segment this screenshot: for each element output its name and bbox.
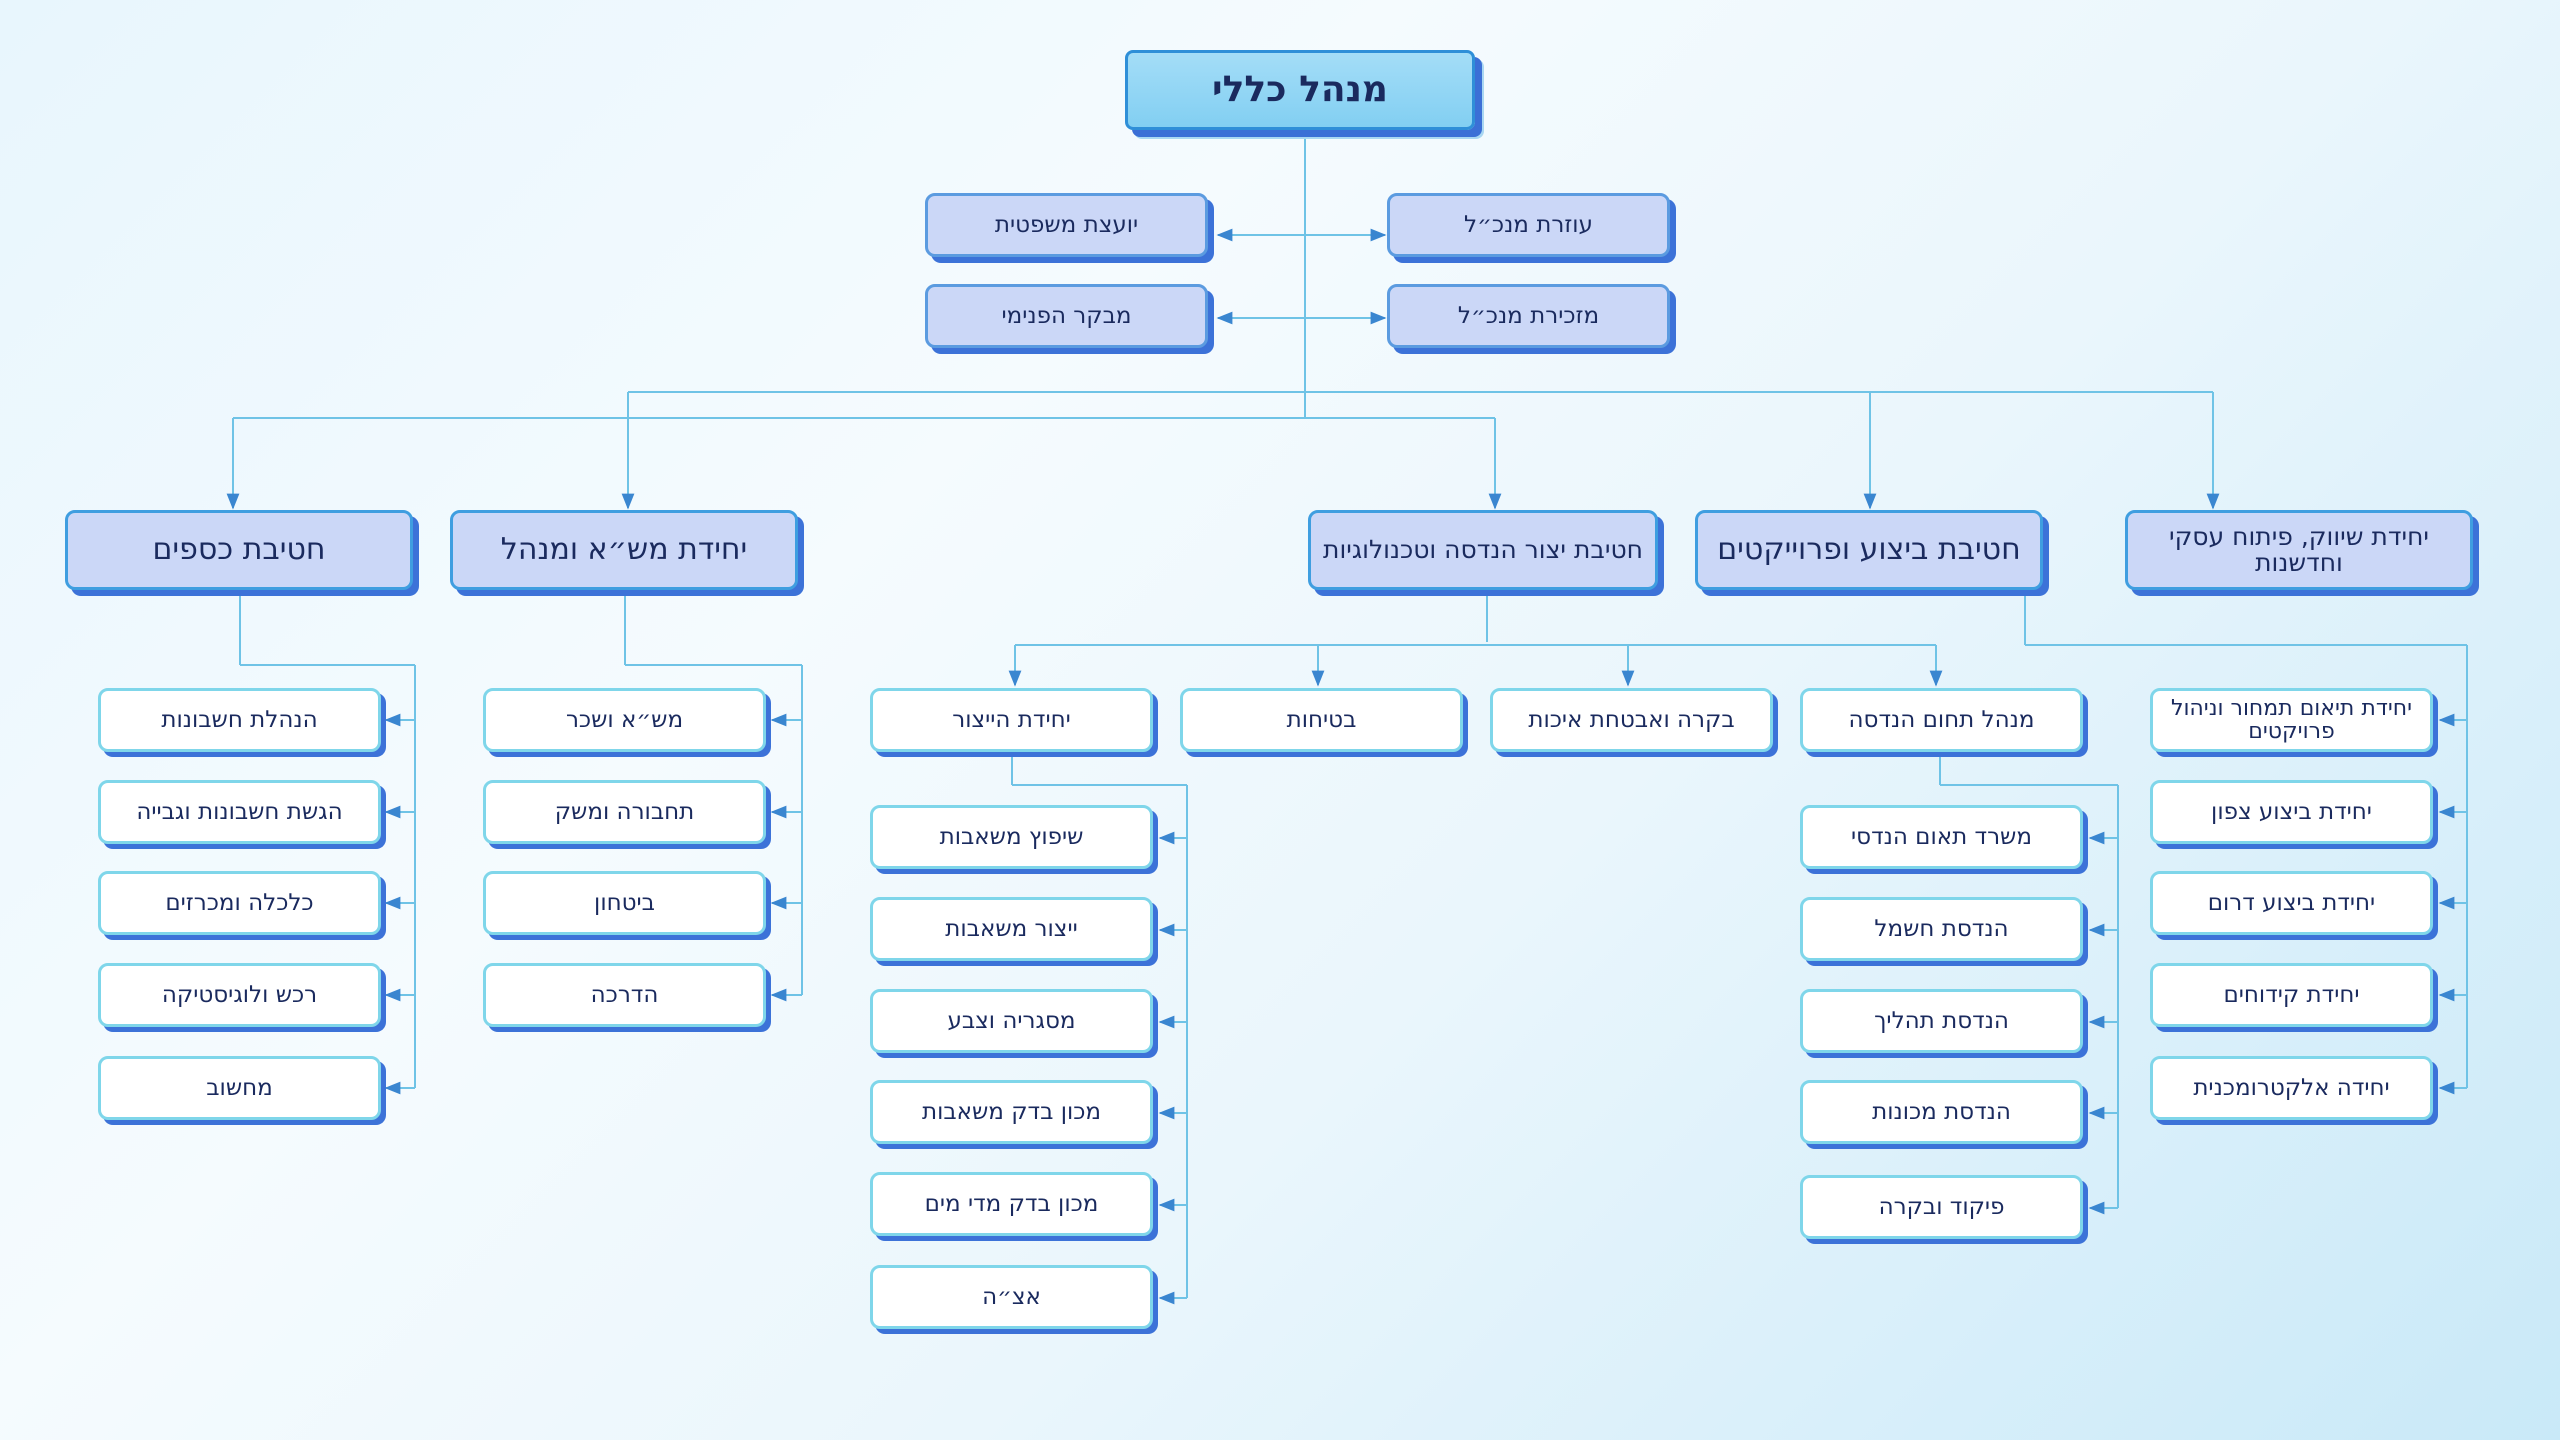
hr-unit-box: מש״א ושכר: [483, 688, 766, 752]
eng-subunit-label: הנדסת חשמל: [1874, 915, 2009, 942]
ceo-secretary-label: מזכירת מנכ״ל: [1457, 302, 1600, 329]
production-unit-title: יחידת הייצור: [952, 706, 1071, 733]
execution-division-box: חטיבת ביצוע ופרוייקטים: [1695, 510, 2043, 590]
eng-subunit-box: הנדסת חשמל: [1800, 897, 2083, 961]
eng-subunit-label: משרד תאום הנדסי: [1851, 823, 2032, 850]
eng-subunit-box: הנדסת מכונות: [1800, 1080, 2083, 1144]
finance-unit-box: רכש ולוגיסטיקה: [98, 963, 381, 1027]
production-subunit-box: מסגריה וצבע: [870, 989, 1153, 1053]
legal-advisor-label: יועצת משפטית: [994, 211, 1139, 238]
eng-manager-title: מנהל תחום הנדסה: [1848, 706, 2035, 733]
finance-unit-box: מחשוב: [98, 1056, 381, 1120]
ceo-assistant-box: עוזרת מנכ״ל: [1387, 193, 1670, 257]
finance-unit-label: מחשוב: [206, 1074, 273, 1101]
production-subunit-label: אצ״ה: [982, 1283, 1041, 1310]
eng-manager-box: מנהל תחום הנדסה: [1800, 688, 2083, 752]
eng-subunit-box: הנדסת תהליך: [1800, 989, 2083, 1053]
production-subunit-box: שיפוץ משאבות: [870, 805, 1153, 869]
internal-auditor-label: מבקר הפנימי: [1001, 302, 1132, 329]
production-subunit-box: אצ״ה: [870, 1265, 1153, 1329]
production-subunit-box: מכון בדק מדי מים: [870, 1172, 1153, 1236]
finance-unit-box: כלכלה ומכרזים: [98, 871, 381, 935]
finance-unit-label: הנהלת חשבונות: [161, 706, 318, 733]
quality-unit-box: בקרה ואבטחת איכות: [1490, 688, 1773, 752]
production-subunit-label: מכון בדק משאבות: [921, 1098, 1102, 1125]
legal-advisor-box: יועצת משפטית: [925, 193, 1208, 257]
hr-unit-box: הדרכה: [483, 963, 766, 1027]
production-subunit-box: ייצור משאבות: [870, 897, 1153, 961]
execution-unit-label: יחידת קידוחים: [2223, 981, 2360, 1008]
execution-unit-label: יחידה אלקטרומכנית: [2193, 1074, 2390, 1101]
hr-unit-label: ביטחון: [594, 889, 655, 916]
execution-unit-label: יחידת תיאום תמחור וניהול פרויקטים: [2170, 695, 2413, 744]
finance-unit-box: הגשת חשבונות וגבייה: [98, 780, 381, 844]
ceo-title: מנהל כללי: [1212, 69, 1388, 111]
production-subunit-label: ייצור משאבות: [945, 915, 1078, 942]
engineering-division-box: חטיבת יצור הנדסה וטכנולוגיות: [1308, 510, 1658, 590]
production-unit-box: יחידת הייצור: [870, 688, 1153, 752]
finance-unit-label: הגשת חשבונות וגבייה: [136, 798, 343, 825]
internal-auditor-box: מבקר הפנימי: [925, 284, 1208, 348]
production-subunit-label: מכון בדק מדי מים: [924, 1190, 1099, 1217]
hr-unit-box: ביטחון: [483, 871, 766, 935]
hr-unit-box: תחבורה ומשק: [483, 780, 766, 844]
ceo-secretary-box: מזכירת מנכ״ל: [1387, 284, 1670, 348]
eng-subunit-label: הנדסת מכונות: [1872, 1098, 2011, 1125]
finance-division-title: חטיבת כספים: [152, 532, 326, 568]
hr-division-title: יחידת מש״א ומנהל: [500, 532, 748, 568]
production-subunit-label: מסגריה וצבע: [947, 1007, 1076, 1034]
production-subunit-box: מכון בדק משאבות: [870, 1080, 1153, 1144]
marketing-unit-title: יחידת שיווק, פיתוח עסקי וחדשנות: [2168, 521, 2430, 577]
execution-division-title: חטיבת ביצוע ופרוייקטים: [1717, 532, 2021, 568]
marketing-unit-box: יחידת שיווק, פיתוח עסקי וחדשנות: [2125, 510, 2473, 590]
hr-unit-label: תחבורה ומשק: [554, 798, 695, 825]
finance-division-box: חטיבת כספים: [65, 510, 413, 590]
execution-unit-label: יחידת ביצוע צפון: [2211, 798, 2372, 825]
execution-unit-box: יחידת ביצוע דרום: [2150, 871, 2433, 935]
eng-subunit-label: פיקוד ובקרה: [1878, 1193, 2005, 1220]
eng-subunit-box: משרד תאום הנדסי: [1800, 805, 2083, 869]
eng-subunit-box: פיקוד ובקרה: [1800, 1175, 2083, 1239]
execution-unit-box: יחידה אלקטרומכנית: [2150, 1056, 2433, 1120]
hr-unit-label: הדרכה: [590, 981, 659, 1008]
finance-unit-label: רכש ולוגיסטיקה: [161, 981, 318, 1008]
finance-unit-label: כלכלה ומכרזים: [165, 889, 314, 916]
execution-unit-box: יחידת קידוחים: [2150, 963, 2433, 1027]
ceo-box: מנהל כללי: [1125, 50, 1475, 130]
ceo-assistant-label: עוזרת מנכ״ל: [1464, 211, 1593, 238]
safety-unit-box: בטיחות: [1180, 688, 1463, 752]
hr-unit-label: מש״א ושכר: [565, 706, 684, 733]
execution-unit-label: יחידת ביצוע דרום: [2207, 889, 2376, 916]
production-subunit-label: שיפוץ משאבות: [939, 823, 1084, 850]
safety-unit-label: בטיחות: [1286, 706, 1357, 733]
quality-unit-label: בקרה ואבטחת איכות: [1528, 706, 1735, 733]
engineering-division-title: חטיבת יצור הנדסה וטכנולוגיות: [1323, 534, 1643, 564]
execution-unit-box: יחידת תיאום תמחור וניהול פרויקטים: [2150, 688, 2433, 752]
eng-subunit-label: הנדסת תהליך: [1874, 1007, 2009, 1034]
hr-division-box: יחידת מש״א ומנהל: [450, 510, 798, 590]
execution-unit-box: יחידת ביצוע צפון: [2150, 780, 2433, 844]
finance-unit-box: הנהלת חשבונות: [98, 688, 381, 752]
